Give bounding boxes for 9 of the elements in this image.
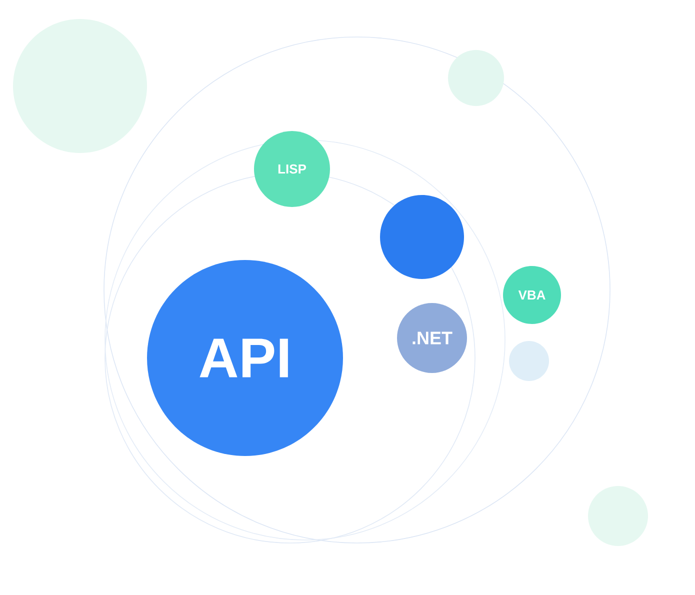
decorative-circle: [588, 486, 648, 546]
decorative-circle: [13, 19, 147, 153]
decorative-circle: [448, 50, 504, 106]
circle-badge: .NET: [397, 303, 467, 373]
decorative-circle: [509, 341, 549, 381]
circle-badge: API: [147, 260, 343, 456]
circle-badge: LISP: [254, 131, 330, 207]
decorative-circle: [380, 195, 464, 279]
circle-badge: VBA: [503, 266, 561, 324]
